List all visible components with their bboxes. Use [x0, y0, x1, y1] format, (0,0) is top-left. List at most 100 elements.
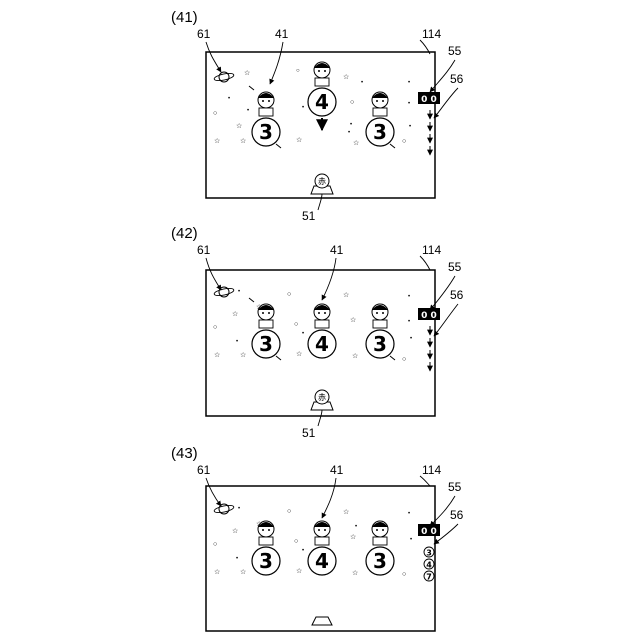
svg-text:○: ○ [402, 356, 406, 363]
panel-41: (41) 61 41 114 55 56 51 ☆○ ☆○ •○ ☆• •• ☆… [171, 9, 464, 223]
svg-text:•: • [302, 548, 304, 554]
ref-114: 114 [422, 463, 441, 477]
figure-label: (42) [171, 225, 198, 242]
reel-center: 4 [308, 304, 336, 358]
panel-43: (43) 61 41 114 55 56 •○ ☆☆ ☆○ ○• ☆☆ ☆☆ ☆… [171, 445, 464, 631]
svg-text:•: • [408, 511, 410, 517]
queue-item: 7 [424, 571, 434, 582]
svg-text:•: • [348, 130, 350, 136]
svg-text:○: ○ [213, 541, 217, 548]
queue-digit: 7 [426, 573, 432, 582]
svg-text:☆: ☆ [343, 508, 349, 516]
red-character-icon: 赤 [311, 174, 333, 194]
ref-41: 41 [330, 463, 344, 477]
svg-text:•: • [408, 294, 410, 300]
ref-55: 55 [448, 480, 462, 494]
ref-55: 55 [448, 44, 462, 58]
svg-text:☆: ☆ [240, 568, 246, 576]
figure-label: (43) [171, 445, 198, 462]
svg-text:•: • [410, 336, 412, 342]
svg-text:•: • [247, 108, 249, 114]
svg-text:•: • [409, 124, 411, 130]
bottom-icon-glyph: 赤 [318, 393, 326, 402]
ref-51: 51 [302, 209, 316, 223]
svg-text:○: ○ [287, 508, 291, 515]
svg-text:☆: ☆ [343, 291, 349, 299]
ref-114: 114 [422, 243, 441, 257]
leader-lines [206, 40, 458, 210]
reel-symbol: 3 [373, 120, 387, 144]
svg-text:☆: ☆ [296, 136, 302, 144]
svg-text:☆: ☆ [232, 527, 238, 535]
reel-left: 3 [252, 521, 280, 575]
svg-text:☆: ☆ [296, 350, 302, 358]
reel-center: 4 [308, 521, 336, 575]
svg-text:•: • [361, 80, 363, 86]
planet-icon [214, 504, 235, 514]
svg-text:○: ○ [294, 538, 298, 545]
ref-61: 61 [197, 243, 211, 257]
svg-text:•: • [236, 339, 238, 345]
svg-text:○: ○ [402, 571, 406, 578]
queue-digit: 4 [426, 561, 432, 570]
svg-text:☆: ☆ [350, 533, 356, 541]
queue-digit: 3 [426, 549, 432, 558]
queue-item: 4 [424, 559, 434, 570]
svg-text:•: • [302, 331, 304, 337]
reel-center: 4 [308, 62, 336, 130]
counter-display: 0 0 [418, 308, 440, 321]
reel-left: 3 [249, 86, 281, 148]
reel-symbol: 3 [259, 120, 273, 144]
reel-symbol: 3 [259, 332, 273, 356]
svg-text:☆: ☆ [244, 69, 250, 77]
ref-61: 61 [197, 463, 211, 477]
counter-display: 0 0 [418, 524, 440, 537]
empty-base-icon [312, 617, 332, 625]
reel-symbol: 4 [315, 549, 329, 573]
ref-41: 41 [275, 27, 289, 41]
svg-text:•: • [228, 96, 230, 102]
counter-value: 0 0 [421, 527, 437, 537]
svg-text:☆: ☆ [296, 567, 302, 575]
planet-icon [214, 72, 235, 82]
counter-value: 0 0 [421, 311, 437, 321]
svg-text:☆: ☆ [214, 568, 220, 576]
svg-text:•: • [408, 101, 410, 107]
ref-51: 51 [302, 426, 316, 440]
svg-text:☆: ☆ [240, 351, 246, 359]
svg-text:☆: ☆ [353, 139, 359, 147]
svg-text:☆: ☆ [352, 352, 358, 360]
bottom-icon-glyph: 赤 [318, 177, 326, 186]
svg-text:☆: ☆ [214, 137, 220, 145]
svg-text:○: ○ [287, 291, 291, 298]
queue-item: 3 [424, 547, 434, 558]
ref-56: 56 [450, 72, 464, 86]
svg-text:☆: ☆ [352, 569, 358, 577]
svg-text:☆: ☆ [240, 137, 246, 145]
svg-text:○: ○ [294, 321, 298, 328]
svg-text:○: ○ [213, 324, 217, 331]
svg-text:•: • [408, 80, 410, 86]
reel-symbol: 4 [315, 332, 329, 356]
svg-text:○: ○ [213, 110, 217, 117]
svg-text:☆: ☆ [343, 73, 349, 81]
reel-symbol: 4 [315, 90, 329, 114]
svg-text:☆: ☆ [350, 316, 356, 324]
ref-56: 56 [450, 508, 464, 522]
ref-61: 61 [197, 27, 211, 41]
svg-text:•: • [238, 289, 240, 295]
svg-text:○: ○ [402, 138, 406, 145]
svg-text:•: • [238, 506, 240, 512]
figure-label: (41) [171, 9, 198, 26]
ref-41: 41 [330, 243, 344, 257]
ref-56: 56 [450, 288, 464, 302]
planet-icon [214, 287, 235, 297]
reel-symbol: 3 [259, 549, 273, 573]
ref-55: 55 [448, 260, 462, 274]
svg-text:•: • [410, 537, 412, 543]
svg-text:•: • [236, 556, 238, 562]
reel-right: 3 [366, 521, 394, 575]
svg-text:•: • [408, 319, 410, 325]
red-character-icon: 赤 [311, 390, 333, 410]
